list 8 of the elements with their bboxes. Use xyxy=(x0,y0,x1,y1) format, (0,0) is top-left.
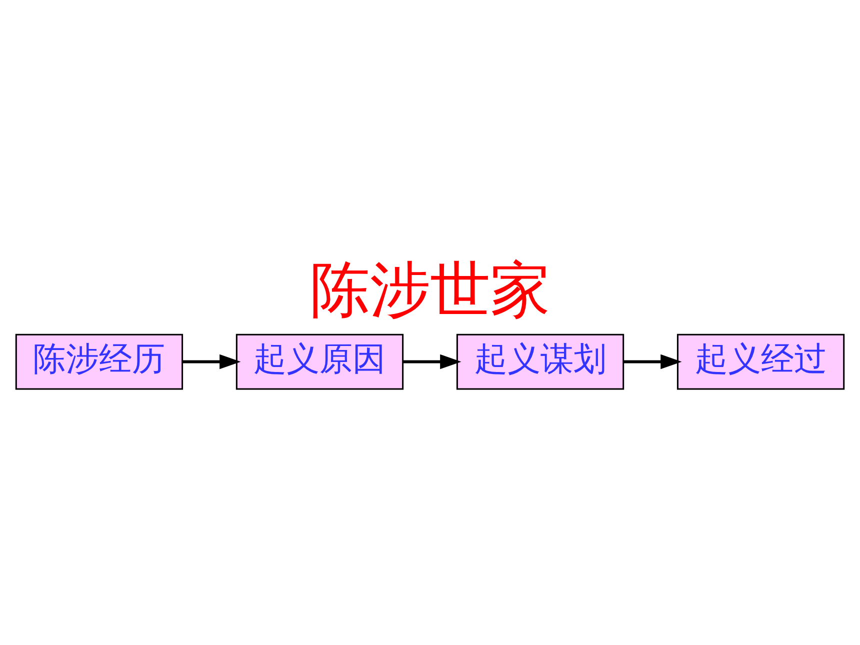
arrow xyxy=(623,354,682,370)
diagram-title: 陈涉世家 xyxy=(310,255,550,326)
node-box: 起义经过 xyxy=(676,334,845,390)
node-box: 起义谋划 xyxy=(456,334,624,390)
node-box: 起义原因 xyxy=(236,334,404,390)
node-box: 陈涉经历 xyxy=(15,334,184,390)
arrow xyxy=(182,354,241,370)
arrow xyxy=(402,354,462,370)
